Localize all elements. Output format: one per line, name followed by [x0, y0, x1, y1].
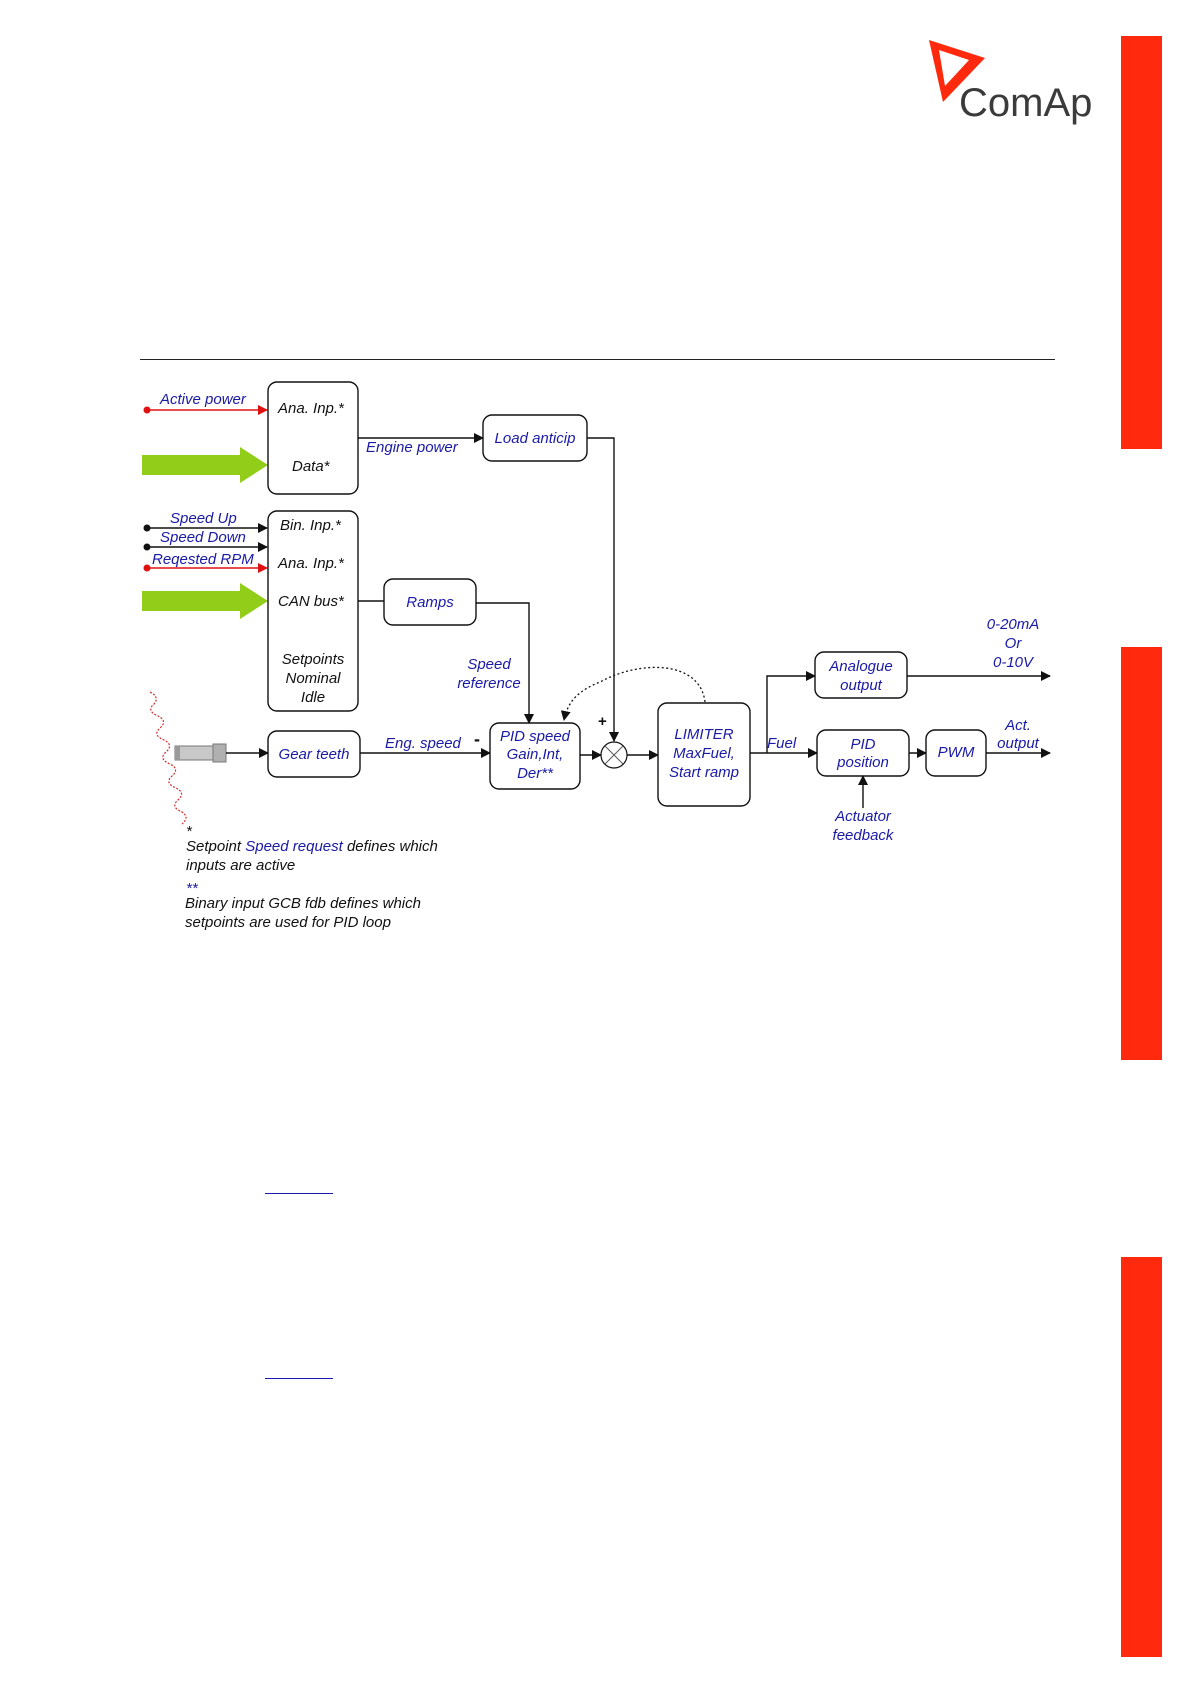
footnote-star: *: [186, 823, 193, 840]
data-input-green-arrow: [142, 447, 268, 483]
input-block-2-line1: Bin. Inp.*: [280, 517, 342, 534]
ramps-label: Ramps: [406, 594, 454, 611]
footnote-1-line2: inputs are active: [186, 857, 295, 874]
footnote-double-star: **: [186, 880, 199, 897]
analogue-output-block: [814, 651, 908, 699]
summing-junction-icon: [600, 741, 628, 769]
hyperlink-stub-1[interactable]: [265, 1193, 333, 1194]
footnote-1-suffix: defines which: [343, 838, 438, 855]
speed-reference-label-2: reference: [457, 675, 520, 692]
speed-down-label: Speed Down: [160, 529, 246, 546]
limiter-line1: LIMITER: [674, 726, 733, 743]
hyperlink-stub-2[interactable]: [265, 1378, 333, 1379]
load-anticip-to-sum-line: [587, 437, 619, 742]
speed-reference-label-1: Speed: [467, 656, 511, 673]
can-bus-green-arrow: [142, 583, 268, 619]
footnote-1-line1: Setpoint Speed request defines which: [186, 838, 438, 855]
actuator-feedback-label-1: Actuator: [834, 808, 892, 825]
fuel-to-analogue-line: [766, 671, 816, 753]
speed-up-dot: [143, 524, 151, 532]
analogue-output-line2: output: [840, 677, 883, 694]
minus-sign: -: [474, 729, 480, 749]
eng-speed-label: Eng. speed: [385, 735, 462, 752]
current-output-label-1: 0-20mA: [987, 616, 1040, 633]
act-output-label-2: output: [997, 735, 1040, 752]
logo-mark-icon: [929, 40, 985, 102]
footnote-1-prefix: Setpoint: [186, 838, 245, 855]
input-block-2-line5: Nominal: [285, 670, 341, 687]
input-block-2: [267, 510, 359, 712]
ramps-block: [383, 578, 477, 626]
active-power-label: Active power: [159, 391, 247, 408]
footnote-1-link: Speed request: [245, 838, 343, 855]
ramps-to-pid-line: [476, 602, 534, 724]
sidebar-tab-middle: [1121, 647, 1162, 1060]
current-output-label-3: 0-10V: [993, 654, 1035, 671]
gear-teeth-wave-icon: [149, 691, 187, 825]
gear-teeth-label: Gear teeth: [279, 746, 350, 763]
current-output-label-2: Or: [1005, 635, 1023, 652]
requested-rpm-label: Reqested RPM: [152, 551, 254, 568]
engine-power-label: Engine power: [366, 439, 459, 456]
pid-speed-block: [489, 722, 581, 790]
footnote-2-line2: setpoints are used for PID loop: [185, 914, 391, 931]
input-block-2-line6: Idle: [301, 689, 325, 706]
active-power-dot: [143, 406, 151, 414]
footnote-2-line1: Binary input GCB fdb defines which: [185, 895, 421, 912]
gear-teeth-block: [267, 730, 361, 778]
pid-position-line1: PID: [850, 736, 875, 753]
limiter-feedback-dotted-curve: [560, 666, 706, 721]
input-block-1: [267, 381, 359, 495]
load-anticip-label: Load anticip: [495, 430, 576, 447]
pid-speed-line3: Der**: [517, 765, 554, 782]
limiter-block: [657, 702, 751, 807]
input-block-2-line4: Setpoints: [282, 651, 345, 668]
analogue-output-line1: Analogue: [828, 658, 892, 675]
speed-up-label: Speed Up: [170, 510, 237, 527]
requested-rpm-dot: [143, 564, 151, 572]
limiter-line2: MaxFuel,: [673, 745, 735, 762]
section-divider: [140, 359, 1055, 360]
input-block-1-line1: Ana. Inp.*: [277, 400, 345, 417]
pwm-label: PWM: [938, 744, 975, 761]
sidebar-tab-bottom: [1121, 1257, 1162, 1657]
pid-speed-line2: Gain,Int,: [507, 746, 564, 763]
actuator-feedback-label-2: feedback: [833, 827, 895, 844]
sidebar-tab-top: [1121, 36, 1162, 449]
input-block-2-line3: CAN bus*: [278, 593, 345, 610]
fuel-label: Fuel: [767, 735, 797, 752]
input-block-2-line2: Ana. Inp.*: [277, 555, 345, 572]
limiter-line3: Start ramp: [669, 764, 739, 781]
speed-down-dot: [143, 543, 151, 551]
input-block-1-line2: Data*: [292, 458, 331, 475]
pid-position-line2: position: [836, 754, 889, 771]
speed-sensor-icon: [174, 743, 227, 763]
act-output-label-1: Act.: [1004, 717, 1031, 734]
logo-wordmark: ComAp: [959, 81, 1092, 125]
plus-sign: +: [598, 713, 607, 730]
pid-speed-line1: PID speed: [500, 728, 571, 745]
comap-logo: ComAp: [929, 40, 1092, 125]
